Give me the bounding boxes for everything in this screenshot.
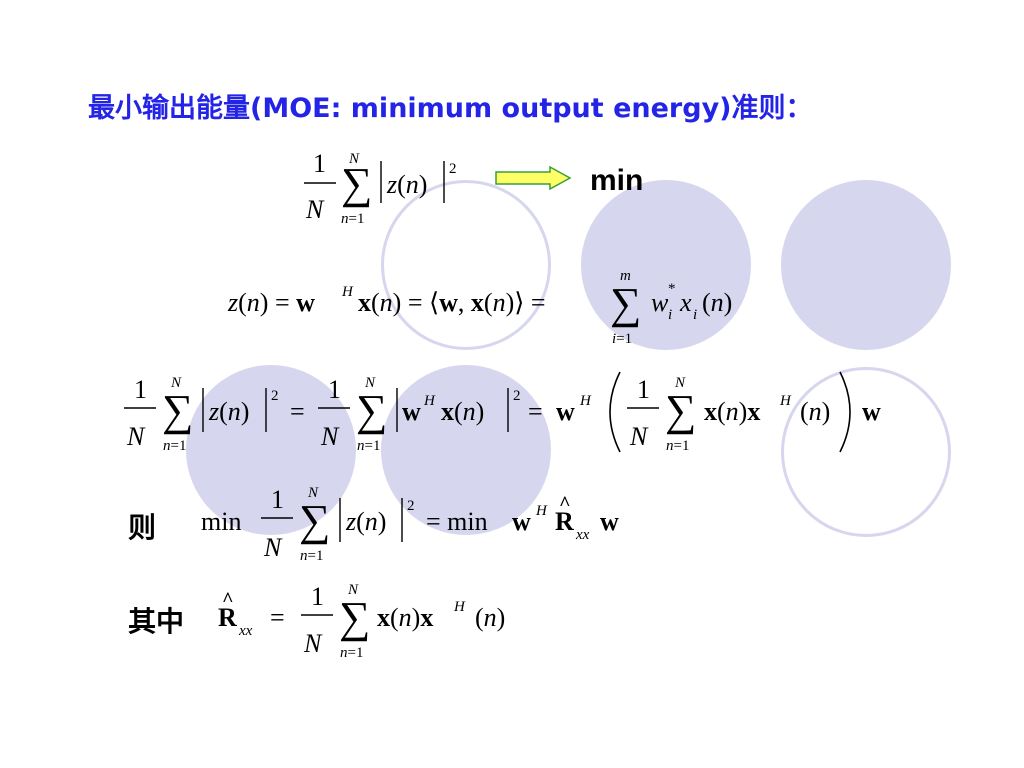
svg-text:H: H [535,503,548,519]
svg-text:∑: ∑ [665,386,696,435]
svg-text:2: 2 [271,388,279,404]
svg-text:z(n): z(n) [386,170,427,199]
svg-text:w: w [600,507,619,536]
svg-text:N: N [307,485,319,501]
decor-circle-5 [381,180,551,350]
svg-text:xx: xx [575,527,590,543]
svg-text:N: N [674,375,686,391]
svg-text:1: 1 [637,375,650,404]
decor-circle-2 [781,180,951,350]
svg-text:∑: ∑ [341,159,372,208]
svg-text:i: i [693,307,697,323]
svg-text:=: = [270,603,285,632]
svg-text:2: 2 [407,498,415,514]
svg-text:∑: ∑ [610,279,641,328]
svg-text:1: 1 [134,375,147,404]
svg-text:1: 1 [311,582,324,611]
svg-text:∑: ∑ [162,386,193,435]
svg-text:(n): (n) [702,288,732,317]
svg-text:=: = [290,397,305,426]
svg-text:N: N [126,422,146,451]
minimize-label: min [590,164,644,197]
svg-text:w: w [512,507,531,536]
svg-text:N: N [303,629,323,658]
svg-text:N: N [170,375,182,391]
svg-text:z(n) = w: z(n) = w [227,288,315,317]
svg-text:N: N [347,582,359,598]
svg-text:H: H [341,284,354,300]
svg-text:n=1: n=1 [163,438,186,454]
svg-text:n=1: n=1 [357,438,380,454]
svg-text:x(n)x: x(n)x [377,603,433,632]
svg-text:N: N [305,195,325,224]
svg-text:=: = [528,397,543,426]
svg-text:N: N [320,422,340,451]
svg-text:^: ^ [222,589,234,611]
svg-text:H: H [453,599,466,615]
svg-text:1: 1 [328,375,341,404]
svg-text:w: w [402,397,421,426]
svg-text:R: R [555,507,574,536]
svg-text:min: min [201,507,241,536]
decor-circle-3 [186,365,356,535]
svg-text:∑: ∑ [299,496,330,545]
svg-text:w: w [556,397,575,426]
svg-text:i=1: i=1 [612,331,632,347]
svg-text:N: N [348,151,360,167]
svg-text:H: H [579,393,592,409]
svg-text:m: m [620,268,631,284]
svg-text:R: R [218,603,237,632]
svg-text:2: 2 [513,388,521,404]
svg-text:H: H [779,393,792,409]
svg-text:z(n): z(n) [345,507,386,536]
svg-text:n=1: n=1 [340,645,363,661]
svg-text:^: ^ [559,493,571,515]
svg-text:i: i [668,307,672,323]
svg-text:n=1: n=1 [341,211,364,227]
svg-text:∑: ∑ [339,593,370,642]
svg-text:= min: = min [426,507,488,536]
decor-circle-6 [781,367,951,537]
svg-text:N: N [629,422,649,451]
svg-text:x(n) = ⟨w, x(n)⟩ =: x(n) = ⟨w, x(n)⟩ = [358,288,546,317]
svg-text:x: x [679,288,692,317]
svg-text:∑: ∑ [356,386,387,435]
svg-text:w: w [651,288,669,317]
label-where: 其中 [128,605,185,638]
svg-text:xx: xx [238,623,253,639]
svg-text:2: 2 [449,161,457,177]
svg-text:(n): (n) [800,397,830,426]
svg-text:z(n): z(n) [208,397,249,426]
svg-text:*: * [668,281,676,297]
page-title: 最小输出能量(MOE: minimum output energy)准则： [88,93,813,124]
decor-circle-4 [381,365,551,535]
svg-text:1: 1 [271,485,284,514]
decor-circle-1 [581,180,751,350]
svg-text:w: w [862,397,881,426]
svg-text:N: N [364,375,376,391]
label-then: 则 [128,511,157,544]
svg-text:x(n): x(n) [441,397,484,426]
svg-text:x(n)x: x(n)x [704,397,760,426]
svg-text:N: N [263,533,283,562]
svg-text:(n): (n) [475,603,505,632]
svg-text:H: H [423,393,436,409]
svg-text:n=1: n=1 [666,438,689,454]
svg-text:n=1: n=1 [300,548,323,564]
svg-text:1: 1 [313,149,326,178]
